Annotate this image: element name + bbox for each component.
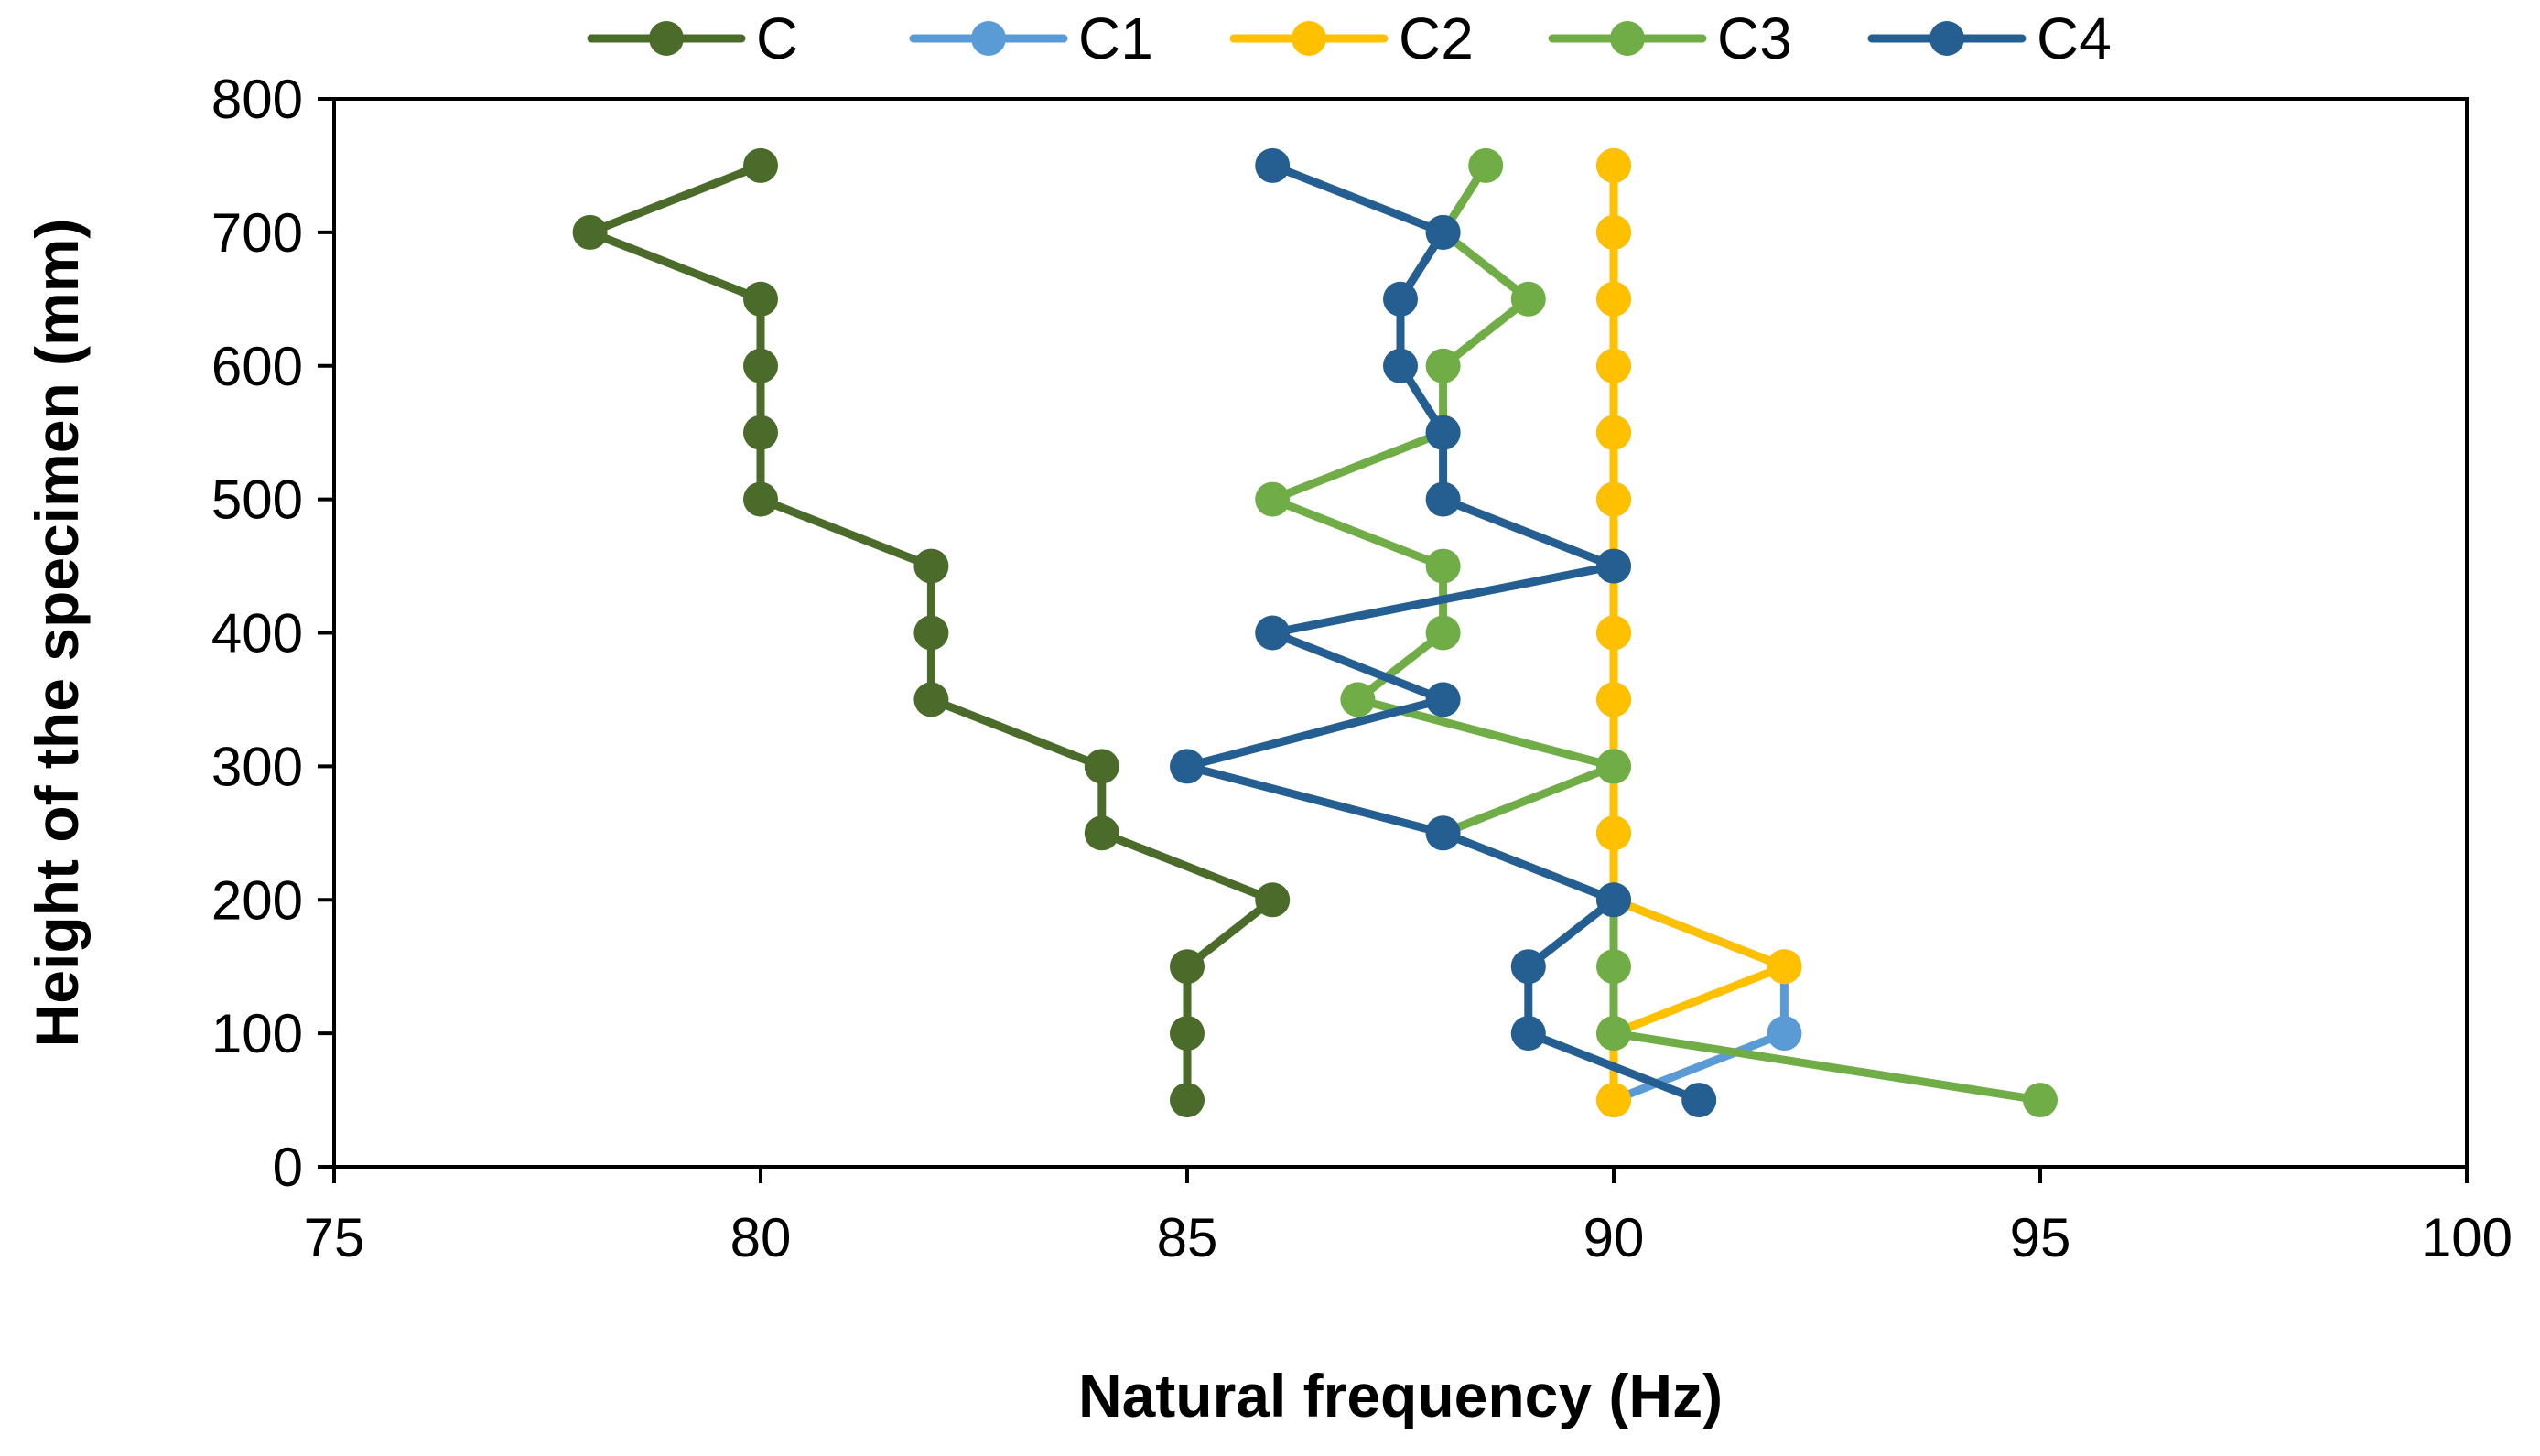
data-point-c3 — [2023, 1083, 2058, 1118]
data-point-c4 — [1596, 548, 1631, 584]
data-point-c4 — [1510, 1016, 1546, 1052]
data-point-c — [1170, 1016, 1205, 1052]
y-axis-title: Height of the specimen (mm) — [23, 219, 91, 1048]
data-point-c4 — [1596, 882, 1631, 918]
legend: C C1 C2 C3 C4 — [587, 5, 2112, 71]
y-tick-label: 400 — [211, 603, 303, 664]
data-point-c — [572, 214, 608, 250]
x-tick-label: 75 — [304, 1207, 365, 1268]
data-point-c3 — [1596, 949, 1631, 985]
data-point-c4 — [1681, 1083, 1717, 1118]
data-point-c2 — [1596, 281, 1631, 317]
y-tick-label: 700 — [211, 202, 303, 264]
data-point-c3 — [1340, 682, 1376, 717]
data-point-c2 — [1596, 415, 1631, 450]
data-point-c — [1084, 749, 1119, 784]
data-point-c — [1170, 949, 1205, 985]
y-tick-label: 100 — [211, 1003, 303, 1064]
data-point-c4 — [1425, 214, 1461, 250]
data-point-c4 — [1383, 348, 1418, 383]
data-point-c — [913, 682, 949, 717]
data-point-c3 — [1596, 749, 1631, 784]
data-point-c2 — [1596, 682, 1631, 717]
legend-swatch-marker — [649, 21, 684, 56]
legend-label: C2 — [1399, 5, 1474, 71]
data-point-c3 — [1425, 348, 1461, 383]
data-point-c1 — [1767, 1016, 1802, 1052]
data-point-c3 — [1596, 1016, 1631, 1052]
data-point-c2 — [1596, 147, 1631, 183]
data-point-c — [1084, 815, 1119, 851]
x-tick-label: 95 — [2010, 1207, 2071, 1268]
legend-swatch-marker — [1610, 21, 1645, 56]
data-point-c2 — [1596, 1083, 1631, 1118]
legend-item-c: C — [587, 5, 798, 71]
data-point-c3 — [1255, 481, 1291, 517]
x-axis-title: Natural frequency (Hz) — [1078, 1362, 1723, 1429]
data-point-c2 — [1596, 615, 1631, 651]
axis-ticks: 75 80 85 90 95 100 0 100 200 300 400 500 600 700 800 — [211, 69, 2513, 1268]
data-point-c — [743, 281, 778, 317]
data-point-c — [913, 548, 949, 584]
data-point-c2 — [1596, 481, 1631, 517]
data-point-c4 — [1383, 281, 1418, 317]
legend-label: C1 — [1078, 5, 1153, 71]
data-point-c4 — [1425, 682, 1461, 717]
legend-swatch-marker — [971, 21, 1006, 56]
data-point-c — [743, 481, 778, 517]
data-point-c — [1255, 882, 1291, 918]
series-c4 — [1170, 147, 1717, 1118]
data-point-c3 — [1425, 615, 1461, 651]
legend-item-c3: C3 — [1548, 5, 1792, 71]
data-point-c — [1170, 1083, 1205, 1118]
x-tick-label: 100 — [2421, 1207, 2513, 1268]
legend-label: C3 — [1717, 5, 1792, 71]
data-point-c4 — [1255, 147, 1291, 183]
data-point-c4 — [1510, 949, 1546, 985]
data-point-c2 — [1596, 214, 1631, 250]
y-tick-label: 600 — [211, 336, 303, 397]
y-tick-label: 800 — [211, 69, 303, 130]
legend-label: C4 — [2037, 5, 2112, 71]
y-tick-label: 0 — [273, 1137, 303, 1198]
data-point-c — [913, 615, 949, 651]
legend-item-c4: C4 — [1867, 5, 2112, 71]
data-point-c2 — [1767, 949, 1802, 985]
data-point-c — [743, 147, 778, 183]
y-tick-label: 300 — [211, 736, 303, 797]
x-tick-label: 85 — [1157, 1207, 1218, 1268]
series-group — [572, 147, 2058, 1118]
data-point-c3 — [1510, 281, 1546, 317]
series-c3 — [1255, 147, 2058, 1118]
data-point-c3 — [1468, 147, 1504, 183]
data-point-c4 — [1170, 749, 1205, 784]
legend-item-c1: C1 — [909, 5, 1153, 71]
series-line-c2 — [1609, 161, 1789, 1105]
data-point-c4 — [1425, 481, 1461, 517]
data-point-c4 — [1255, 615, 1291, 651]
data-point-c — [743, 348, 778, 383]
x-tick-label: 90 — [1583, 1207, 1645, 1268]
legend-label: C — [756, 5, 798, 71]
legend-swatch-marker — [1292, 21, 1326, 56]
data-point-c4 — [1425, 415, 1461, 450]
y-tick-label: 200 — [211, 869, 303, 931]
data-point-c3 — [1425, 548, 1461, 584]
y-tick-label: 500 — [211, 469, 303, 531]
legend-item-c2: C2 — [1229, 5, 1474, 71]
data-point-c2 — [1596, 348, 1631, 383]
data-point-c2 — [1596, 815, 1631, 851]
x-tick-label: 80 — [730, 1207, 792, 1268]
data-point-c — [743, 415, 778, 450]
data-point-c4 — [1425, 815, 1461, 851]
legend-swatch-marker — [1929, 21, 1964, 56]
series-c — [572, 147, 1291, 1118]
